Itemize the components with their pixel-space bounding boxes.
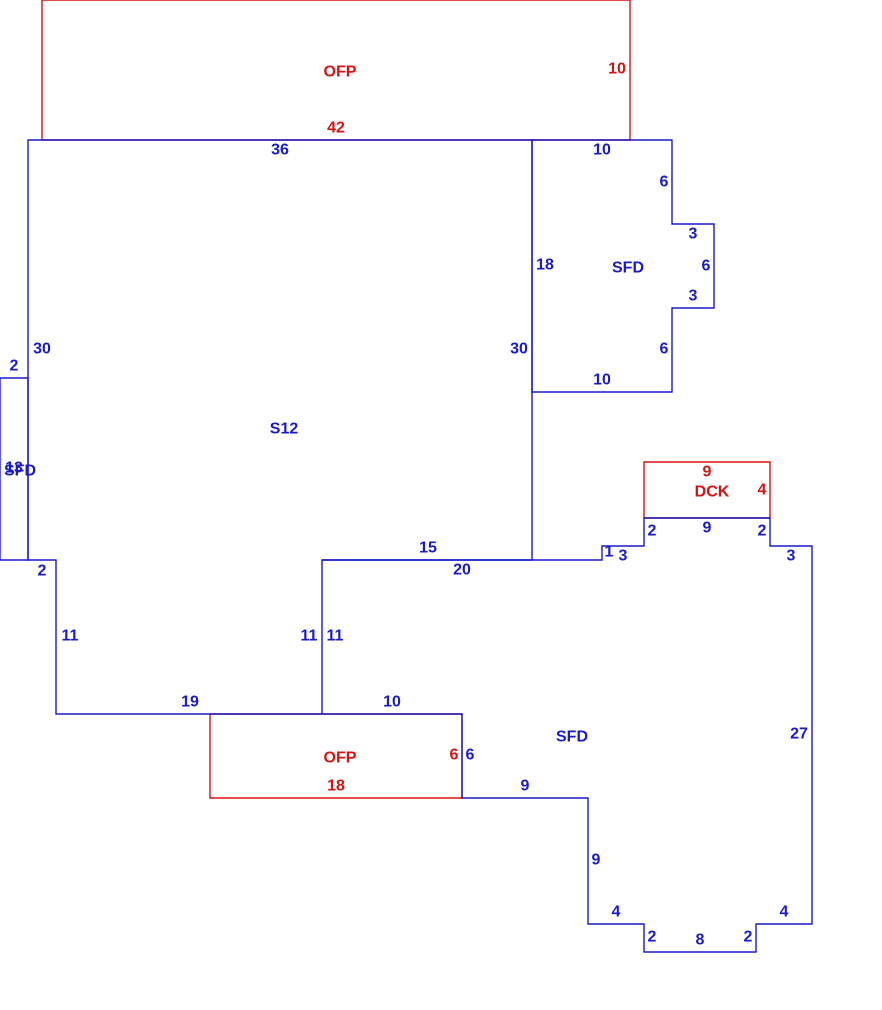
area-label-dck: DCK: [695, 484, 730, 501]
dim-dck-top: 9: [703, 464, 712, 481]
dim-bump-side-b: 6: [702, 258, 711, 275]
dim-ofp-bottom-bottom: 18: [327, 778, 345, 795]
dim-main-right: 30: [510, 341, 528, 358]
dim-small-side: 13: [5, 460, 23, 477]
dim-bump-step-a: 3: [689, 226, 698, 243]
dim-lower-right-step: 4: [780, 904, 789, 921]
area-label-main: S12: [270, 421, 299, 438]
dim-step-three-right: 3: [787, 548, 796, 565]
dim-step-three-left: 3: [619, 548, 628, 565]
dim-notch-right: 2: [758, 523, 767, 540]
dim-step-small: 1: [605, 544, 614, 561]
dim-bump-bottom: 10: [593, 372, 611, 389]
dim-base-mid: 8: [696, 932, 705, 949]
dim-ledge-top: 15: [419, 540, 437, 557]
dim-lower-left-step: 4: [612, 904, 621, 921]
dim-small-bottom: 2: [38, 563, 47, 580]
dim-left-lower: 11: [62, 628, 79, 645]
dim-base-left: 2: [648, 929, 657, 946]
dim-bump-left: 18: [536, 257, 554, 274]
dim-small-top: 2: [10, 358, 19, 375]
dim-sfd-bottom-side: 6: [466, 747, 475, 764]
dim-ofp-bottom-top: 10: [383, 694, 401, 711]
dim-inner-right: 11: [327, 628, 344, 645]
area-label-sfd-lower: SFD: [556, 729, 588, 746]
dim-inner-left: 11: [301, 628, 318, 645]
dim-dck-side: 4: [758, 482, 767, 499]
dim-right-long: 27: [790, 726, 808, 743]
dim-bump-side-c: 6: [660, 341, 669, 358]
area-label-sfd-right-upper: SFD: [612, 260, 644, 277]
sfd-left-small-outline: [0, 377, 29, 561]
dim-ledge-bottom: 20: [453, 562, 471, 579]
dim-dck-bottom: 9: [703, 520, 712, 537]
dim-bump-step-b: 3: [689, 288, 698, 305]
dim-base-right: 2: [744, 929, 753, 946]
area-label-ofp-top: OFP: [324, 64, 357, 81]
dim-ofp-bottom-side: 6: [450, 747, 459, 764]
dim-lower-bottom-left: 19: [181, 694, 199, 711]
dim-ofp-top-side: 10: [608, 61, 626, 78]
dim-bump-side-a: 6: [660, 174, 669, 191]
dim-main-top: 36: [271, 142, 289, 159]
area-label-ofp-bottom: OFP: [324, 750, 357, 767]
dim-ofp-top-bottom: 42: [327, 120, 345, 137]
dim-main-left: 30: [33, 341, 51, 358]
dim-notch-left: 2: [648, 523, 657, 540]
dim-bump-top: 10: [593, 142, 611, 159]
area-label-sfd-left-small: SFD: [4, 463, 36, 480]
sfd-right-upper-outline: [531, 139, 715, 393]
dim-lower-drop: 9: [592, 852, 601, 869]
sfd-lower-outline: [322, 517, 813, 953]
dim-lower-edge: 9: [521, 778, 530, 795]
